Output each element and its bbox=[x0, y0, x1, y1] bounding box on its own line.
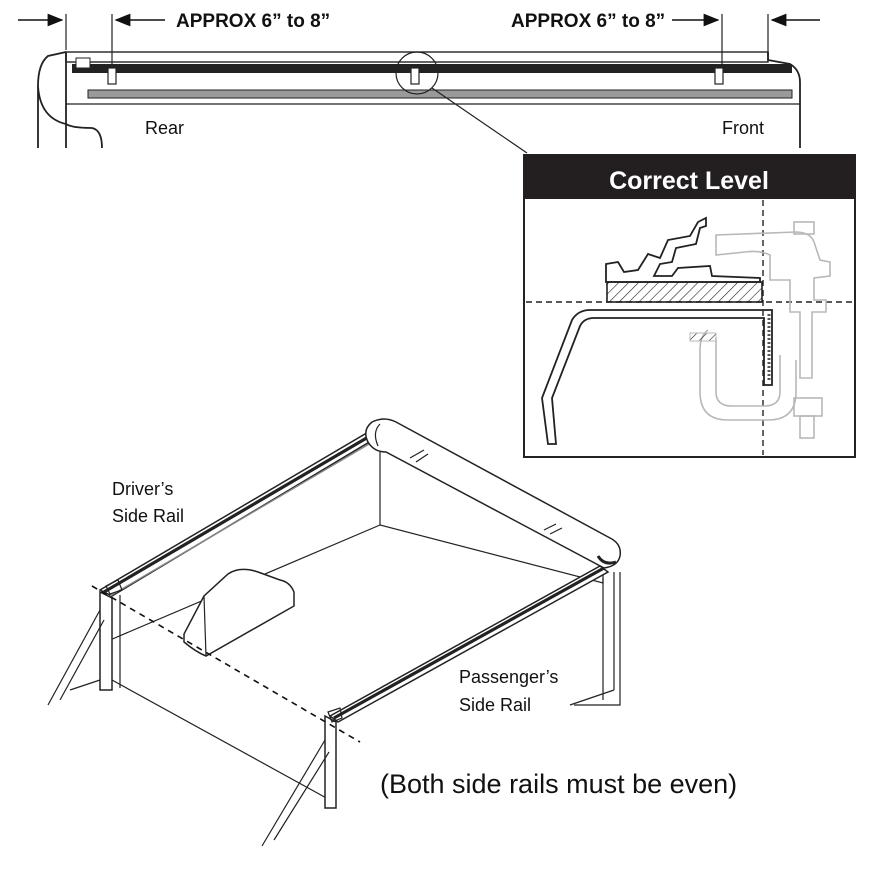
bed-floor bbox=[109, 524, 601, 801]
passenger-leader-line bbox=[574, 572, 621, 706]
alignment-dashed-line bbox=[91, 585, 361, 743]
passenger-rail-label-line2: Side Rail bbox=[459, 695, 531, 715]
driver-rail-dark-strip bbox=[103, 434, 371, 594]
passenger-rail-label-line1: Passenger’s bbox=[459, 667, 558, 687]
detail-frame bbox=[523, 154, 856, 458]
clamp-small-driver bbox=[105, 579, 123, 595]
passenger-rail-dark-strip bbox=[333, 566, 605, 720]
top-view: APPROX 6” to 8” APPROX 6” to 8” Rear Fro… bbox=[18, 11, 820, 154]
detail-callout-circle bbox=[395, 51, 439, 95]
cab-outline bbox=[37, 51, 67, 148]
driver-rail-light-strip bbox=[109, 439, 377, 597]
bed-top-outline bbox=[65, 51, 769, 63]
rear-bracket bbox=[75, 57, 91, 69]
driver-rail-label-line2: Side Rail bbox=[112, 506, 184, 526]
rail-profile bbox=[605, 216, 761, 283]
driver-post-brace bbox=[47, 609, 105, 706]
clamp-center bbox=[410, 67, 420, 85]
tonneau-roll-end-right bbox=[596, 555, 617, 565]
driver-corner-post bbox=[99, 590, 113, 691]
clamp-body bbox=[715, 231, 831, 379]
clamp-small-passenger bbox=[327, 707, 343, 723]
bed-rear-cap bbox=[65, 52, 103, 149]
tonneau-strap-2 bbox=[543, 523, 563, 535]
detail-box: Correct Level bbox=[523, 154, 856, 458]
right-distance-label: APPROX 6” to 8” bbox=[511, 11, 665, 32]
bed-view: Driver’s Side Rail Passenger’s Side Rail… bbox=[47, 418, 737, 847]
rear-label: Rear bbox=[145, 118, 184, 138]
passenger-corner-post bbox=[324, 714, 337, 809]
clamp-right bbox=[714, 67, 724, 85]
passenger-side-wall bbox=[569, 572, 615, 706]
tonneau-roll-end-left bbox=[374, 423, 381, 447]
left-distance-label: APPROX 6” to 8” bbox=[176, 11, 330, 32]
bed-wall-profile bbox=[541, 309, 773, 445]
passenger-post-brace bbox=[261, 739, 330, 847]
detail-banner bbox=[524, 155, 855, 199]
clamp-hook-inner bbox=[715, 338, 781, 407]
detail-leader-line bbox=[431, 87, 528, 154]
hatched-spacer bbox=[606, 281, 763, 303]
detail-title: Correct Level bbox=[609, 167, 769, 195]
clamp-left bbox=[107, 67, 117, 85]
clamp-jaw-hatch bbox=[689, 332, 717, 342]
clamp-bolt-stem bbox=[799, 415, 815, 439]
tonneau-strap-1 bbox=[409, 449, 429, 463]
front-label: Front bbox=[722, 118, 764, 138]
driver-rail-label-line1: Driver’s bbox=[112, 479, 173, 499]
clamp-top-nut bbox=[793, 221, 815, 235]
wheel-well bbox=[183, 568, 295, 657]
side-rail-dark bbox=[72, 64, 792, 73]
wheel-well-top bbox=[203, 595, 207, 657]
caption-text: (Both side rails must be even) bbox=[380, 769, 737, 799]
